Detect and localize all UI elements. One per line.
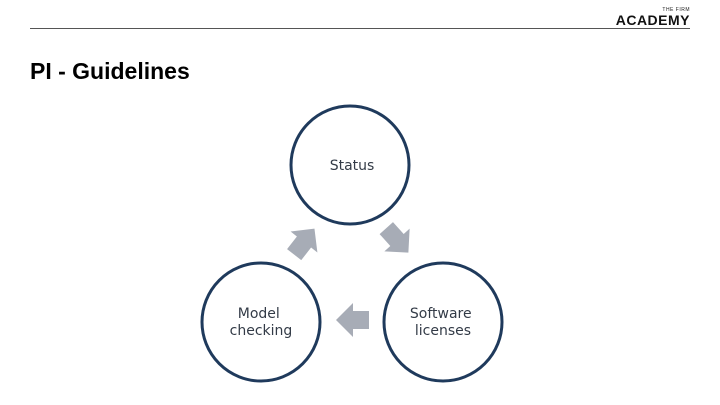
- logo-small-text: THE FIRM: [662, 7, 690, 13]
- node-circle-software-licenses: [382, 261, 504, 383]
- node-label-software-licenses: Software licenses: [410, 306, 476, 339]
- node-label-status: Status: [330, 158, 375, 174]
- slide-title: PI - Guidelines: [30, 58, 190, 84]
- arrow-software-to-model: [336, 303, 369, 337]
- arrow-model-to-status: [287, 228, 318, 261]
- node-label-model-checking: Model checking: [230, 306, 293, 339]
- node-circle-status: [289, 104, 411, 226]
- node-circle-model-checking: [200, 261, 322, 383]
- arrow-status-to-software: [379, 222, 410, 253]
- logo-text: ACADEMY: [615, 12, 690, 28]
- header-divider: [30, 28, 690, 29]
- academy-logo: THE FIRM ACADEMY: [616, 7, 690, 27]
